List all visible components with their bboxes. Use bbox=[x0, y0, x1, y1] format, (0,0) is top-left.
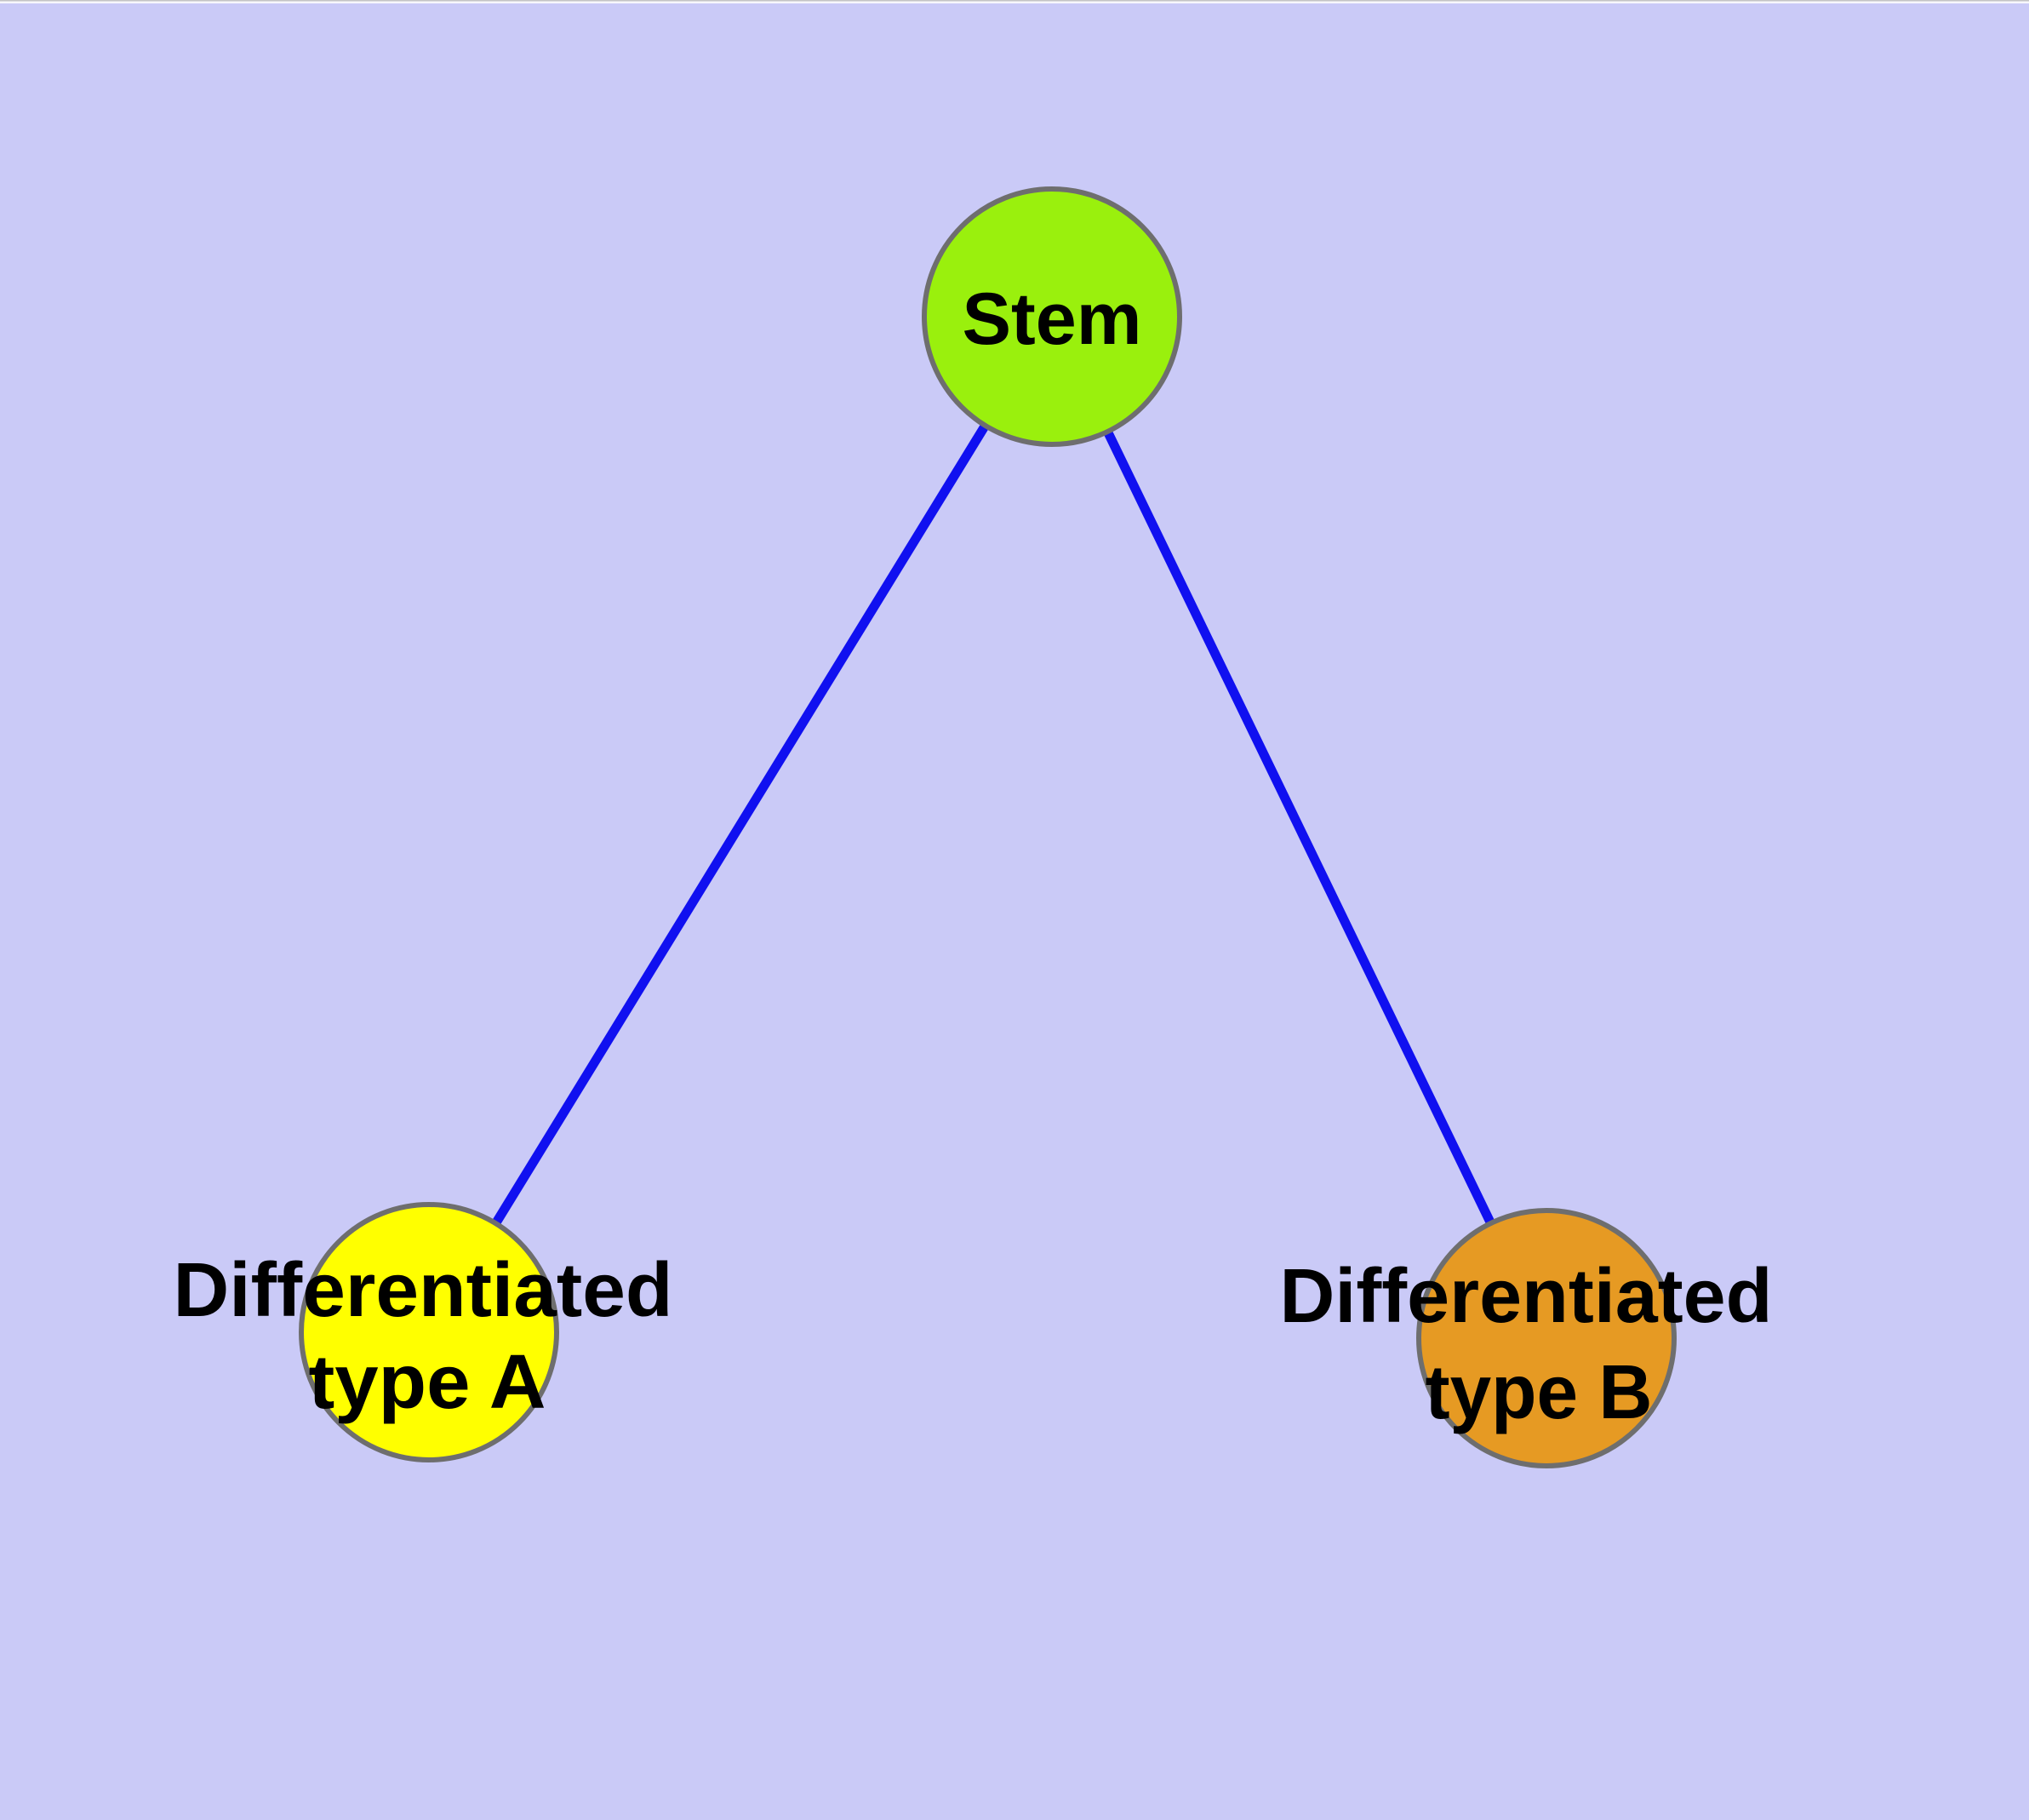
window-top-strip bbox=[0, 0, 2029, 3]
node-type-b-label-line-2: type B bbox=[1426, 1350, 1653, 1435]
window-top-line bbox=[0, 0, 2029, 2]
edge-stem-to-type-a bbox=[425, 314, 1056, 1335]
node-type-a-label-line-2: type A bbox=[309, 1340, 546, 1425]
node-type-a-label-line-1: Differentiated bbox=[174, 1248, 673, 1333]
node-group bbox=[299, 186, 1677, 1468]
label-group: Stem Differentiated type A Differentiate… bbox=[174, 278, 1773, 1435]
edge-stem-to-type-b bbox=[1048, 314, 1551, 1341]
edge-group bbox=[425, 314, 1551, 1341]
node-differentiated-type-a bbox=[299, 1202, 559, 1462]
node-type-b-label-line-1: Differentiated bbox=[1280, 1254, 1773, 1339]
node-differentiated-type-b bbox=[1416, 1208, 1677, 1468]
node-stem bbox=[922, 186, 1182, 447]
node-stem-label: Stem bbox=[963, 278, 1142, 360]
